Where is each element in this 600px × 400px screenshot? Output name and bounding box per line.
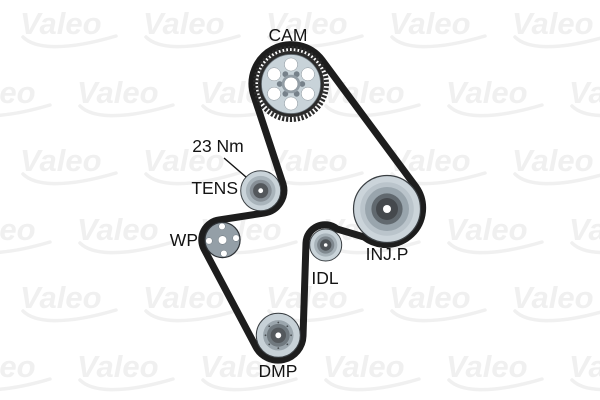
valeo-watermark: Valeo — [569, 349, 600, 400]
valeo-watermark: Valeo — [0, 75, 54, 129]
svg-text:Valeo: Valeo — [20, 7, 102, 41]
damper-pulley — [255, 312, 301, 358]
svg-text:Valeo: Valeo — [20, 144, 102, 178]
valeo-watermark: Valeo — [569, 212, 600, 266]
svg-text:Valeo: Valeo — [77, 350, 159, 384]
svg-text:Valeo: Valeo — [569, 76, 600, 110]
svg-text:Valeo: Valeo — [446, 213, 528, 247]
valeo-watermark: Valeo — [389, 6, 489, 60]
wp-center-hole — [217, 235, 228, 245]
tens-label: TENS — [191, 178, 238, 198]
wp-bolt-holes — [205, 222, 240, 258]
svg-text:Valeo: Valeo — [389, 7, 471, 41]
idl-label: IDL — [311, 268, 339, 288]
tensioner-pulley — [240, 170, 282, 212]
svg-text:Valeo: Valeo — [512, 281, 594, 315]
valeo-watermark: Valeo — [20, 143, 120, 197]
svg-text:Valeo: Valeo — [143, 144, 225, 178]
valeo-watermark: Valeo — [0, 212, 54, 266]
svg-text:Valeo: Valeo — [77, 213, 159, 247]
cam-bolt-dots — [276, 71, 306, 97]
svg-text:Valeo: Valeo — [323, 350, 405, 384]
valeo-watermark: Valeo — [143, 6, 243, 60]
svg-text:Valeo: Valeo — [143, 7, 225, 41]
valeo-watermark: Valeo — [77, 349, 177, 400]
svg-text:Valeo: Valeo — [446, 350, 528, 384]
cam-teeth-ring — [253, 46, 329, 122]
svg-text:Valeo: Valeo — [446, 76, 528, 110]
valeo-watermark: Valeo — [512, 143, 600, 197]
svg-text:Valeo: Valeo — [0, 76, 36, 110]
valeo-watermark: Valeo — [143, 143, 243, 197]
dmp-rivet-dots — [264, 321, 292, 349]
svg-text:Valeo: Valeo — [569, 350, 600, 384]
svg-text:Valeo: Valeo — [77, 76, 159, 110]
svg-text:Valeo: Valeo — [389, 281, 471, 315]
svg-text:Valeo: Valeo — [512, 7, 594, 41]
svg-text:Valeo: Valeo — [569, 213, 600, 247]
wp-label: WP — [170, 230, 198, 250]
idl-center-hole — [323, 243, 328, 247]
svg-text:Valeo: Valeo — [0, 350, 36, 384]
valeo-watermark: Valeo — [446, 212, 546, 266]
svg-text:Valeo: Valeo — [512, 144, 594, 178]
tens-center-hole — [258, 188, 264, 194]
valeo-watermark: Valeo — [143, 280, 243, 334]
dmp-label: DMP — [259, 361, 298, 381]
svg-text:Valeo: Valeo — [0, 213, 36, 247]
torque-label: 23 Nm — [192, 136, 244, 156]
valeo-watermark: Valeo — [77, 75, 177, 129]
valeo-watermark: Valeo — [0, 349, 54, 400]
valeo-watermark: Valeo — [512, 6, 600, 60]
svg-text:Valeo: Valeo — [143, 281, 225, 315]
cam-label: CAM — [269, 25, 308, 45]
valeo-watermark: Valeo — [512, 280, 600, 334]
timing-belt — [198, 41, 427, 364]
valeo-watermark: Valeo — [323, 349, 423, 400]
valeo-watermark: Valeo — [569, 75, 600, 129]
water-pump-pulley — [204, 221, 241, 259]
svg-text:Valeo: Valeo — [266, 7, 348, 41]
dmp-center-hole — [275, 332, 282, 339]
svg-text:Valeo: Valeo — [20, 281, 102, 315]
valeo-watermark: Valeo — [389, 280, 489, 334]
injp-label: INJ.P — [366, 244, 409, 264]
valeo-watermark: Valeo — [446, 75, 546, 129]
cam-center-hole — [283, 76, 299, 92]
cam-lightening-holes — [267, 57, 315, 111]
injection-pump-pulley — [352, 174, 422, 244]
valeo-watermark: Valeo — [77, 212, 177, 266]
valeo-watermark: Valeo — [20, 6, 120, 60]
valeo-watermark: Valeo — [20, 280, 120, 334]
cam-sprocket — [253, 46, 329, 122]
torque-pointer-line — [223, 157, 247, 178]
valeo-watermark: Valeo — [266, 6, 366, 60]
valeo-watermark: Valeo — [446, 349, 546, 400]
idler-pulley — [309, 228, 343, 262]
injp-center-hole — [383, 205, 391, 213]
